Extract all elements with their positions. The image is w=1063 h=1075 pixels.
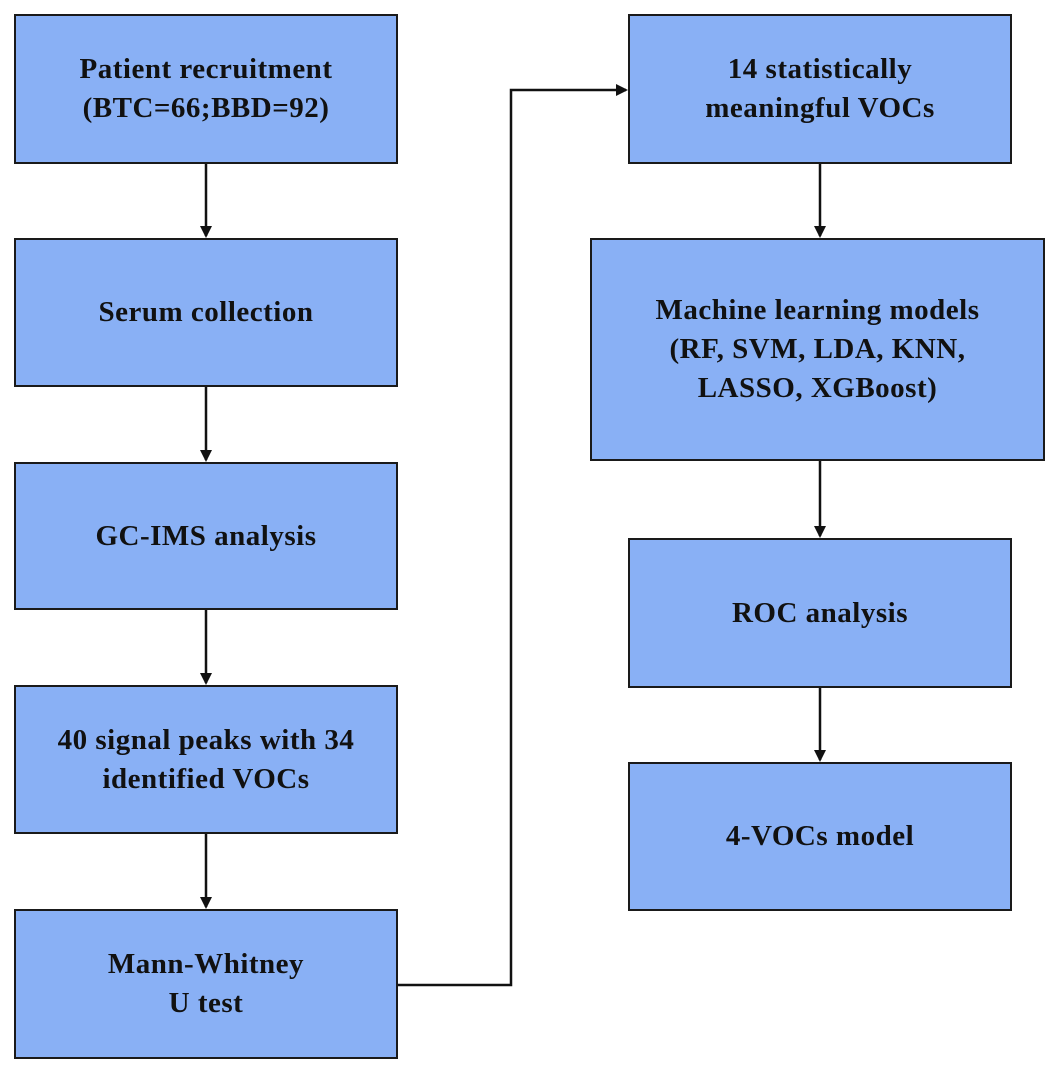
box-4-vocs-model-line-1: 4-VOCs model <box>725 820 915 852</box>
box-signal-peaks: 40 signal peaks with 34 identified VOCs <box>14 685 398 834</box>
box-gcims-analysis-line-1: GC-IMS analysis <box>95 519 317 552</box>
box-machine-learning-models-line-1: Machine learning models <box>655 294 980 326</box>
box-signal-peaks-line-1: 40 signal peaks with 34 <box>57 723 355 756</box>
arrow-mannwhitney-to-significant <box>398 84 628 987</box>
box-gcims-analysis: GC-IMS analysis <box>14 462 398 610</box>
box-machine-learning-models: Machine learning models (RF, SVM, LDA, K… <box>590 238 1045 461</box>
box-machine-learning-models-line-3: LASSO, XGBoost) <box>697 372 938 404</box>
box-4-vocs-model: 4-VOCs model <box>628 762 1012 911</box>
box-statistically-meaningful-vocs-line-1: 14 statistically <box>727 53 913 85</box>
box-patient-recruitment-line-2: (BTC=66;BBD=92) <box>82 92 330 124</box>
box-serum-collection-line-1: Serum collection <box>98 296 314 328</box>
box-mann-whitney: Mann-Whitney U test <box>14 909 398 1059</box>
box-roc-analysis: ROC analysis <box>628 538 1012 688</box>
box-machine-learning-models-line-2: (RF, SVM, LDA, KNN, <box>669 333 966 365</box>
box-statistically-meaningful-vocs: 14 statistically meaningful VOCs <box>628 14 1012 164</box>
box-statistically-meaningful-vocs-line-2: meaningful VOCs <box>705 92 935 124</box>
box-mann-whitney-line-1: Mann-Whitney <box>107 948 305 980</box>
box-serum-collection: Serum collection <box>14 238 398 387</box>
box-signal-peaks-line-2: identified VOCs <box>102 762 310 795</box>
box-patient-recruitment-line-1: Patient recruitment <box>79 53 333 85</box>
box-mann-whitney-line-2: U test <box>168 987 244 1019</box>
box-patient-recruitment: Patient recruitment (BTC=66;BBD=92) <box>14 14 398 164</box>
box-roc-analysis-line-1: ROC analysis <box>731 596 908 629</box>
